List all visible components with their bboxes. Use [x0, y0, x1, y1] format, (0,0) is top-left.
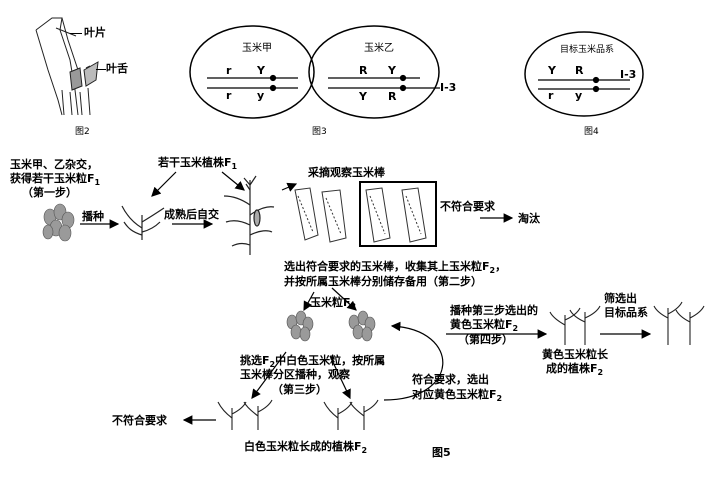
plant-f1-label: 若干玉米植株F1: [158, 156, 238, 172]
corn-b-bot-left: Y: [359, 90, 367, 103]
target-strain-ellipse: [524, 31, 644, 117]
rejected-ears-box: [359, 181, 437, 247]
leaf-leader: [70, 33, 82, 34]
step2-line2: 并按所属玉米棒分别储存备用（第二步）: [284, 275, 482, 288]
step4-line1: 播种第三步选出的: [450, 304, 538, 317]
fig3-caption: 图3: [312, 127, 327, 137]
target-top-right: R: [575, 64, 584, 77]
corn-a-top-right: Y: [257, 64, 265, 77]
corn-a-bot-left: r: [226, 89, 232, 102]
reject2-label: 不符合要求: [112, 414, 167, 427]
corn-a-bot-right: y: [257, 89, 265, 102]
corn-ears-group: [294, 187, 427, 243]
corn-b-top-right: Y: [388, 64, 396, 77]
step3-line1: 挑选F2中白色玉米粒，按所属: [240, 354, 386, 370]
corn-a-top-left: r: [226, 64, 232, 77]
target-bot-left: r: [548, 89, 554, 102]
corn-b-ellipse: [308, 25, 440, 119]
self-cross-label: 成熟后自交: [164, 208, 219, 221]
select-line2: 对应黄色玉米粒F2: [412, 388, 503, 404]
seedling: [121, 205, 165, 240]
discard-label: 淘汰: [518, 212, 540, 225]
fig4-caption: 图4: [584, 127, 599, 137]
corn-b-bot-right: R: [388, 90, 397, 103]
fig2-caption: 图2: [75, 127, 90, 137]
target-marker: I-3: [620, 68, 637, 81]
step3-line2: 玉米棒分区播种，观察: [240, 368, 350, 381]
fig5-caption: 图5: [432, 446, 451, 459]
select-line1: 符合要求，选出: [412, 373, 489, 386]
pick-label: 采摘观察玉米棒: [308, 166, 385, 179]
screen-line1: 筛选出: [604, 292, 637, 305]
step1-line3: （第一步）: [22, 186, 77, 199]
step3-line3: （第三步）: [272, 383, 327, 396]
white-grain-seedlings: [217, 399, 379, 430]
yellow-plants-line1: 黄色玉米粒长: [542, 348, 608, 361]
reject-label: 不符合要求: [440, 200, 495, 213]
corn-a-chromosomes: [207, 74, 298, 92]
step4-line2: 黄色玉米粒F2: [450, 318, 519, 334]
screen-line2: 目标品系: [604, 306, 648, 319]
leaf-label: 叶片: [84, 26, 106, 39]
corn-b-top-left: R: [359, 64, 368, 77]
grain-f2-label: 玉米粒F2: [310, 296, 357, 312]
seed-cluster-f2-yellow: [348, 310, 376, 342]
ligule-leader: [96, 69, 106, 70]
mature-corn-plant: [223, 175, 275, 255]
corn-b-title: 玉米乙: [364, 43, 394, 54]
corn-b-chromosomes: [328, 74, 440, 92]
corn-a-title: 玉米甲: [242, 43, 272, 54]
flow-arrows: [80, 171, 652, 425]
yellow-grain-plants: [549, 301, 705, 345]
seed-cluster-f2-white: [286, 310, 314, 342]
target-strain-title: 目标玉米品系: [560, 45, 615, 55]
step2-line1: 选出符合要求的玉米棒，收集其上玉米粒F2，: [284, 260, 507, 276]
white-plants-label: 白色玉米粒长成的植株F2: [244, 440, 368, 456]
step1-line2: 获得若干玉米粒F1: [10, 172, 101, 188]
ligule-label: 叶舌: [106, 62, 128, 75]
corn-stem-illustration: [35, 17, 99, 116]
seed-cluster-f1: [42, 203, 75, 242]
yellow-plants-line2: 成的植株F2: [546, 362, 604, 378]
corn-b-marker: I-3: [440, 81, 457, 94]
sow-label: 播种: [82, 210, 104, 223]
corn-a-ellipse: [189, 25, 315, 119]
step1-line1: 玉米甲、乙杂交，: [10, 158, 98, 171]
step4-line3: （第四步）: [458, 333, 513, 346]
target-bot-right: y: [575, 89, 583, 102]
target-strain-chromosomes: [538, 76, 630, 93]
target-top-left: Y: [548, 64, 556, 77]
